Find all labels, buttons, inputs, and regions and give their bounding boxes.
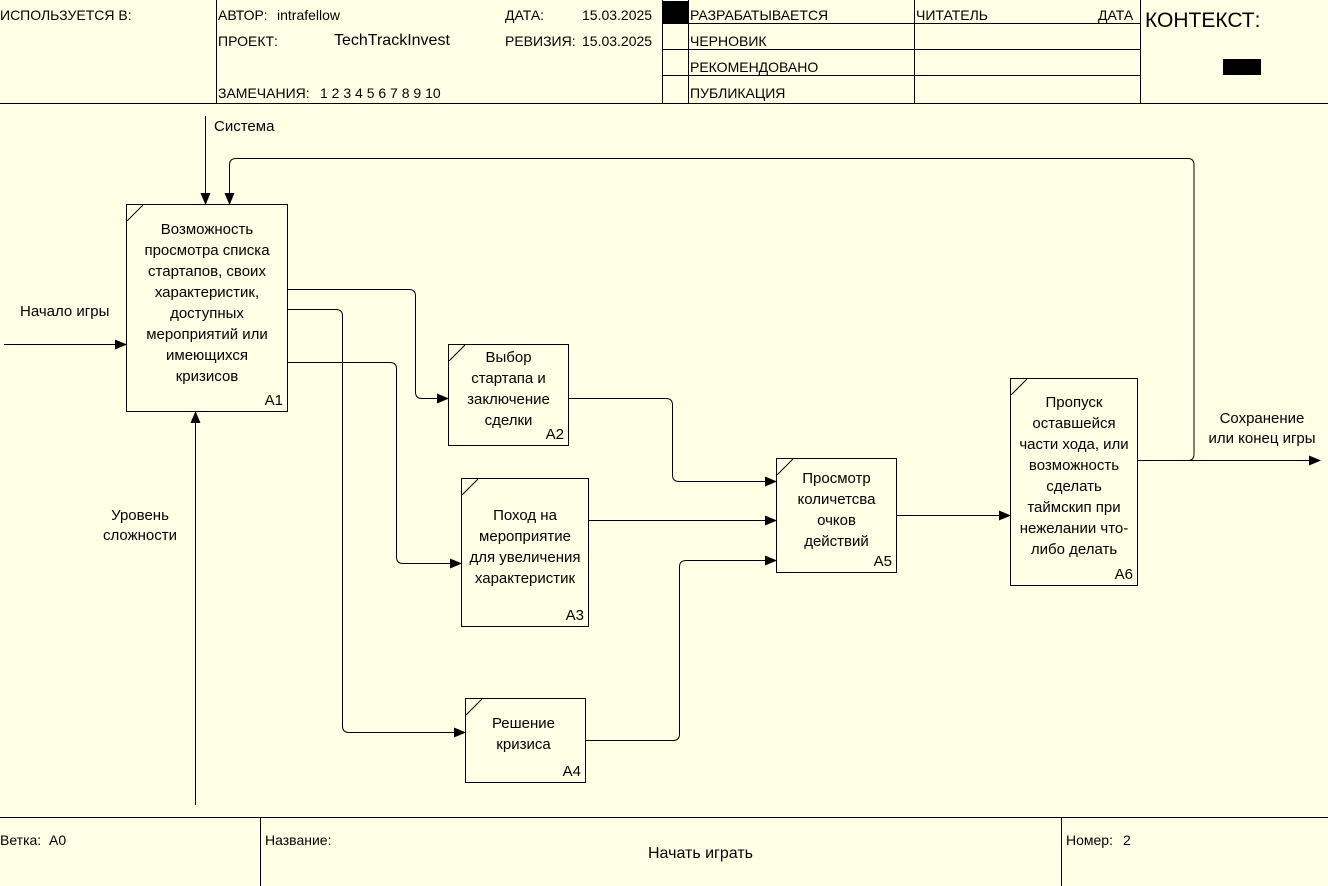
reader-label: ЧИТАТЕЛЬ <box>916 7 988 23</box>
activity-label: Решение кризиса <box>491 715 556 753</box>
author-value: intrafellow <box>277 7 341 23</box>
activity-label: Просмотр количетсва очков действий <box>797 470 876 550</box>
notes-label: ЗАМЕЧАНИЯ: <box>218 85 310 101</box>
box-corner-mark <box>777 459 793 475</box>
box-corner-mark <box>127 205 143 221</box>
date-value: 15.03.2025 <box>582 7 653 23</box>
arrow-a2-a5 <box>569 398 777 487</box>
status-recommended: РЕКОМЕНДОВАНО <box>690 59 819 75</box>
activity-number: A3 <box>565 607 584 624</box>
context-label: КОНТЕКСТ: <box>1145 9 1261 32</box>
number-label: Номер: <box>1066 832 1113 848</box>
title-label: Название: <box>265 832 332 848</box>
number-value: 2 <box>1123 832 1131 848</box>
box-corner-mark <box>462 479 478 495</box>
activity-label: Поход на мероприятие для увеличения хара… <box>469 507 581 587</box>
activity-label: Пропуск оставшейся части хода, или возмо… <box>1019 394 1129 558</box>
activity-label: Возможность просмотра списка стартапов, … <box>144 221 270 385</box>
box-corner-mark <box>449 345 465 361</box>
status-publication: ПУБЛИКАЦИЯ <box>690 85 786 101</box>
arrow-a1-a2 <box>288 289 449 404</box>
node-value: A0 <box>49 832 67 848</box>
label-mechanism-level: Уровень сложности <box>102 507 177 544</box>
activity-box-a1[interactable]: Возможность просмотра списка стартапов, … <box>126 204 288 412</box>
arrow-a1-a4 <box>288 309 466 738</box>
label-output-save: Сохранение или конец игры <box>1208 410 1316 447</box>
revision-value: 15.03.2025 <box>582 33 653 49</box>
author-label: АВТОР: <box>218 7 268 23</box>
project-label: ПРОЕКТ: <box>218 33 278 49</box>
activity-label: Выбор стартапа и заключение сделки <box>467 349 550 429</box>
activity-number: A1 <box>264 392 283 409</box>
arrow-a1-a3 <box>288 362 462 569</box>
date-label: ДАТА: <box>505 7 545 23</box>
label-input-start: Начало игры <box>20 303 110 320</box>
activity-box-a3[interactable]: Поход на мероприятие для увеличения хара… <box>461 478 589 627</box>
activity-number: A4 <box>562 763 581 780</box>
status-draft: ЧЕРНОВИК <box>690 33 767 49</box>
revision-label: РЕВИЗИЯ: <box>505 33 576 49</box>
project-value: TechTrackInvest <box>334 32 450 49</box>
activity-number: A5 <box>873 553 892 570</box>
activity-number: A2 <box>545 426 564 443</box>
activity-box-a2[interactable]: Выбор стартапа и заключение сделки A2 <box>448 344 569 446</box>
arrow-a4-a5 <box>586 555 777 741</box>
context-thumbnail <box>1223 59 1261 75</box>
box-corner-mark <box>1011 379 1027 395</box>
arrow-feedback-loop <box>224 158 1195 461</box>
node-label: Ветка: <box>0 832 42 848</box>
activity-box-a5[interactable]: Просмотр количетсва очков действий A5 <box>776 458 897 573</box>
notes-value: 1 2 3 4 5 6 7 8 9 10 <box>320 85 441 101</box>
box-corner-mark <box>466 699 482 715</box>
status-active-marker <box>663 1 688 23</box>
status-working: РАЗРАБАТЫВАЕТСЯ <box>690 7 829 23</box>
activity-box-a4[interactable]: Решение кризиса A4 <box>465 698 586 783</box>
label-control-system: Система <box>214 118 275 135</box>
used-in-label: ИСПОЛЬЗУЕТСЯ В: <box>0 7 132 23</box>
diagram-title: Начать играть <box>648 845 753 862</box>
activity-box-a6[interactable]: Пропуск оставшейся части хода, или возмо… <box>1010 378 1138 586</box>
reader-date-label: ДАТА <box>1098 7 1134 23</box>
activity-number: A6 <box>1114 566 1133 583</box>
